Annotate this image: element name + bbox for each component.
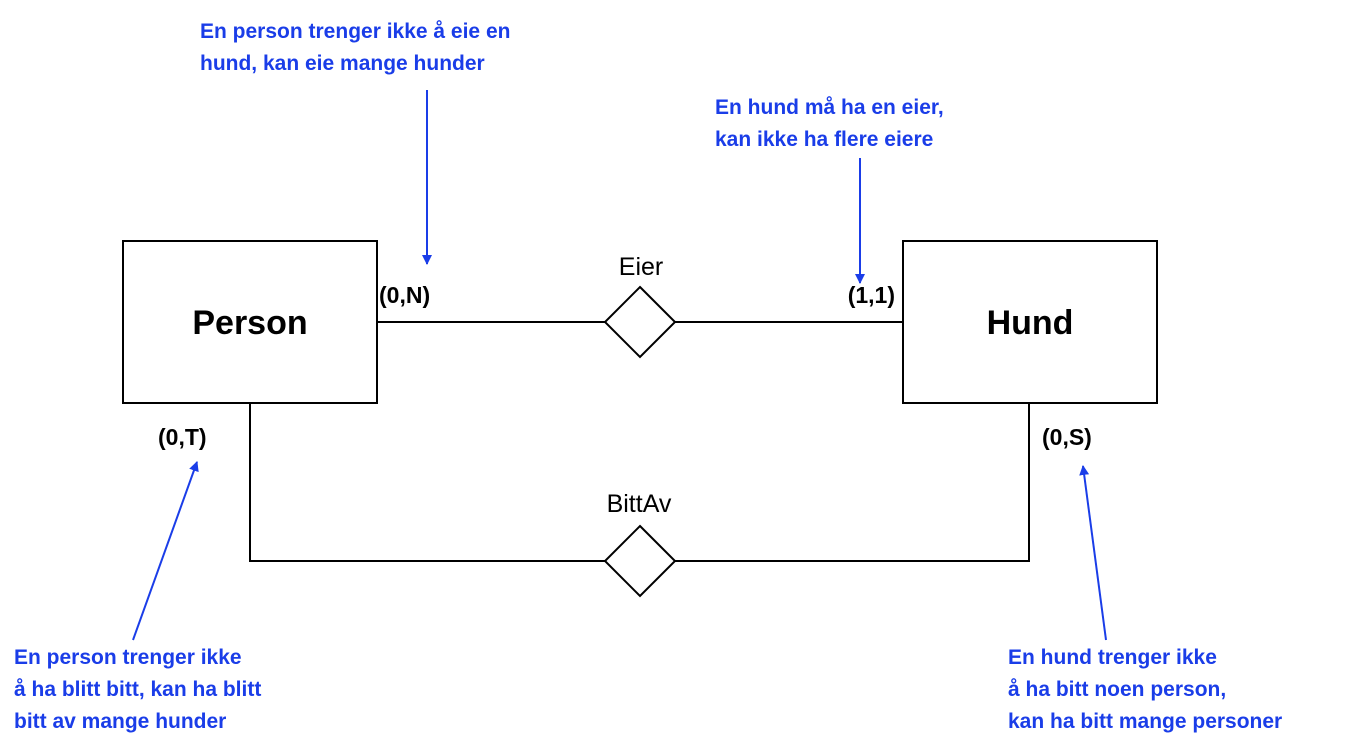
relationship-bittav-diamond	[603, 524, 677, 598]
note-hund-bittav-line-3: kan ha bitt mange personer	[1008, 710, 1282, 733]
note-person-bittav: En person trenger ikke å ha blitt bitt, …	[14, 646, 261, 733]
entity-hund[interactable]: Hund	[902, 240, 1158, 404]
relationship-bittav[interactable]: BittAv	[603, 490, 677, 598]
relationship-eier-label: Eier	[619, 253, 663, 281]
note-hund-bittav-line-1: En hund trenger ikke	[1008, 646, 1217, 669]
entity-person[interactable]: Person	[122, 240, 378, 404]
entity-hund-label: Hund	[987, 304, 1074, 342]
relationship-eier[interactable]: Eier	[603, 253, 677, 359]
cardinality-person-eier: (0,N)	[379, 282, 430, 308]
note-person-bittav-line-1: En person trenger ikke	[14, 646, 242, 669]
cardinality-hund-eier: (1,1)	[848, 282, 895, 308]
relationship-bittav-label: BittAv	[607, 490, 672, 518]
note-person-eier-line-2: hund, kan eie mange hunder	[200, 52, 485, 75]
note-arrow-hund-bittav	[1079, 465, 1107, 641]
person-bittav-line	[249, 403, 605, 562]
note-arrow-person-bittav	[132, 461, 199, 641]
note-hund-bittav-line-2: å ha bitt noen person,	[1008, 678, 1226, 701]
bittav-hund-line	[675, 403, 1030, 562]
note-hund-eier-line-1: En hund må ha en eier,	[715, 96, 944, 119]
note-hund-eier-line-2: kan ikke ha flere eiere	[715, 128, 933, 151]
entity-person-label: Person	[192, 304, 307, 342]
note-hund-eier: En hund må ha en eier, kan ikke ha flere…	[715, 96, 944, 151]
note-person-bittav-line-3: bitt av mange hunder	[14, 710, 226, 733]
note-hund-bittav: En hund trenger ikke å ha bitt noen pers…	[1008, 646, 1282, 733]
cardinality-person-bittav: (0,T)	[158, 424, 207, 450]
entity-hund-box	[902, 240, 1158, 404]
cardinality-hund-bittav: (0,S)	[1042, 424, 1092, 450]
entity-person-box	[122, 240, 378, 404]
relationship-eier-diamond	[603, 285, 677, 359]
note-person-eier-line-1: En person trenger ikke å eie en	[200, 20, 510, 43]
note-person-eier: En person trenger ikke å eie en hund, ka…	[200, 20, 510, 75]
note-person-bittav-line-2: å ha blitt bitt, kan ha blitt	[14, 678, 261, 701]
